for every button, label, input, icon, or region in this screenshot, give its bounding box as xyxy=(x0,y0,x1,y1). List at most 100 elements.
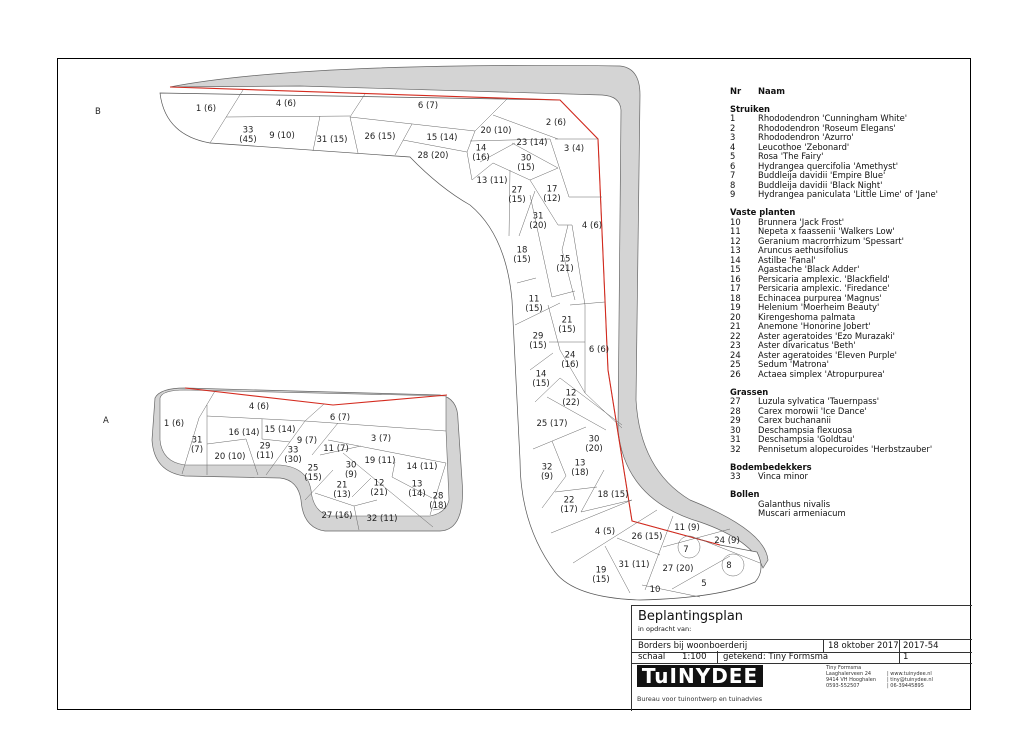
legend-item: Galanthus nivalis xyxy=(730,498,938,510)
legend-col-nr: Nr xyxy=(730,86,742,96)
bed-a-plant-label-line: 25 xyxy=(308,464,319,474)
bed-a-plant-label-line: (13) xyxy=(333,490,350,500)
bed-b-plant-label: 13 (11) xyxy=(477,176,508,186)
legend-item-name: Aster divaricatus 'Beth' xyxy=(758,340,856,350)
bed-b-plant-label-line: 4 (6) xyxy=(276,99,296,109)
drawing-title: Beplantingsplan xyxy=(638,609,744,624)
bed-a-plant-label: 21(13) xyxy=(333,481,350,501)
bed-b-plant-label: 17(12) xyxy=(543,185,560,205)
bed-b-plant-label-line: (20) xyxy=(529,221,546,231)
bed-b-plant-label: 33(45) xyxy=(239,126,256,146)
bed-b-plant-label-line: 27 (20) xyxy=(663,564,694,574)
bed-b-plant-label: 1 (6) xyxy=(196,104,216,114)
bed-b-plant-label: 5 xyxy=(701,579,706,589)
bed-b-plant-label: 31 (11) xyxy=(619,560,650,570)
bed-b-plant-label-line: (15) xyxy=(508,195,525,205)
contact-info: Tiny Formsma Laaghalerveen 24 9414 VH Ho… xyxy=(826,665,876,689)
bed-a-plant-label: 3 (7) xyxy=(371,434,391,444)
bed-b-plant-label: 30(15) xyxy=(517,154,534,174)
bed-b-plant-label-line: 14 xyxy=(476,144,487,154)
legend-group-title: Vaste planten xyxy=(730,207,796,217)
bed-b-plant-label-line: 26 (15) xyxy=(632,532,663,542)
bed-b-plant-label: 22(17) xyxy=(560,496,577,516)
divider xyxy=(823,640,824,652)
bed-b-plant-label-line: 30 xyxy=(521,154,532,164)
legend-item: 16 Persicaria amplexic. 'Blackfield' xyxy=(730,273,938,285)
bed-b-plant-label: 15(21) xyxy=(556,255,573,275)
bed-b-plant-label: 18 (15) xyxy=(598,490,629,500)
contact-mobile: | 06-39445895 xyxy=(887,683,924,689)
bed-a-border-line xyxy=(184,387,448,406)
bed-b-plant-label-line: 4 (5) xyxy=(595,527,615,537)
bed-b-partitions xyxy=(209,89,761,598)
legend-item-nr: 19 xyxy=(730,302,741,312)
bed-b-plant-label-line: 3 (4) xyxy=(564,144,584,154)
legend-item-nr: 22 xyxy=(730,330,741,341)
legend-item-name: Galanthus nivalis xyxy=(758,498,831,509)
legend-item-name: Carex morowii 'Ice Dance' xyxy=(758,405,867,416)
bed-a-name: A xyxy=(103,416,109,426)
contact-web[interactable]: | www.tuinydee.nl xyxy=(887,671,932,677)
legend-item-name: Deschampsia 'Goldtau' xyxy=(758,434,855,444)
bed-b-plant-label-line: 6 (7) xyxy=(418,101,438,111)
legend-item-name: Rosa 'The Fairy' xyxy=(758,151,824,161)
legend-item-nr: 32 xyxy=(730,443,741,454)
legend-item-nr: 27 xyxy=(730,396,741,406)
bed-b-plant-label-line: 15 (14) xyxy=(427,133,458,143)
bed-b-name: B xyxy=(95,107,101,117)
legend-item-nr: 20 xyxy=(730,311,741,322)
legend-item-nr: 26 xyxy=(730,368,741,379)
bed-b-plant-label-line: 10 xyxy=(650,585,661,595)
bed-a-plant-label-line: 19 (11) xyxy=(365,456,396,466)
legend-item-name: Sedum 'Matrona' xyxy=(758,359,829,369)
bed-a-plant-label: 9 (7) xyxy=(297,436,317,446)
legend-item-nr xyxy=(730,500,758,510)
legend-item-nr: 14 xyxy=(730,254,741,265)
bed-a-plant-label-line: 21 xyxy=(337,481,348,491)
legend-item-nr: 13 xyxy=(730,245,741,255)
bed-a-plant-label-line: (9) xyxy=(345,470,357,480)
legend-item-name: Geranium macrorrhizum 'Spessart' xyxy=(758,235,904,246)
bed-a-plant-label-line: 16 (14) xyxy=(229,428,260,438)
bed-a-plant-label-line: (18) xyxy=(429,501,446,511)
bed-a-plant-label-line: 28 xyxy=(433,492,444,502)
legend-item-nr: 16 xyxy=(730,273,741,284)
bed-b-plant-label-line: 24 (9) xyxy=(714,536,740,546)
bed-b-plant-label-line: (15) xyxy=(525,304,542,314)
bed-b-plant-label: 26 (15) xyxy=(632,532,663,542)
bed-b-plant-label-line: 30 xyxy=(589,435,600,445)
legend-item-nr: 28 xyxy=(730,405,741,416)
legend-item: Muscari armeniacum xyxy=(730,508,938,519)
bed-a-plant-label: 15 (14) xyxy=(265,425,296,435)
divider xyxy=(717,651,718,663)
bed-b-plant-label-line: 25 (17) xyxy=(537,419,568,429)
bed-b-plant-label-line: 12 xyxy=(566,389,577,399)
bed-b-plant-label-line: 8 xyxy=(726,561,731,571)
bed-a-plant-label: 25(15) xyxy=(304,464,321,484)
bed-a-plant-label: 6 (7) xyxy=(330,413,350,423)
bed-a-plant-label: 1 (6) xyxy=(164,419,184,429)
bed-b-plant-label: 9 (10) xyxy=(269,131,295,141)
bed-b-plant-label: 23 (14) xyxy=(517,138,548,148)
legend-item-name: Vinca minor xyxy=(758,471,808,481)
legend-item-name: Persicaria amplexic. 'Blackfield' xyxy=(758,273,890,284)
legend-item-name: Echinacea purpurea 'Magnus' xyxy=(758,292,882,303)
contact-email[interactable]: | tiny@tuinydee.nl xyxy=(887,677,933,683)
bed-b-plant-label: 31 (15) xyxy=(317,135,348,145)
bed-b-plant-label-line: 6 (6) xyxy=(589,345,609,355)
bed-b-plant-label: 24 (9) xyxy=(714,536,740,546)
bed-b-plant-label: 2 (6) xyxy=(546,118,566,128)
legend-item-nr: 11 xyxy=(730,226,741,236)
